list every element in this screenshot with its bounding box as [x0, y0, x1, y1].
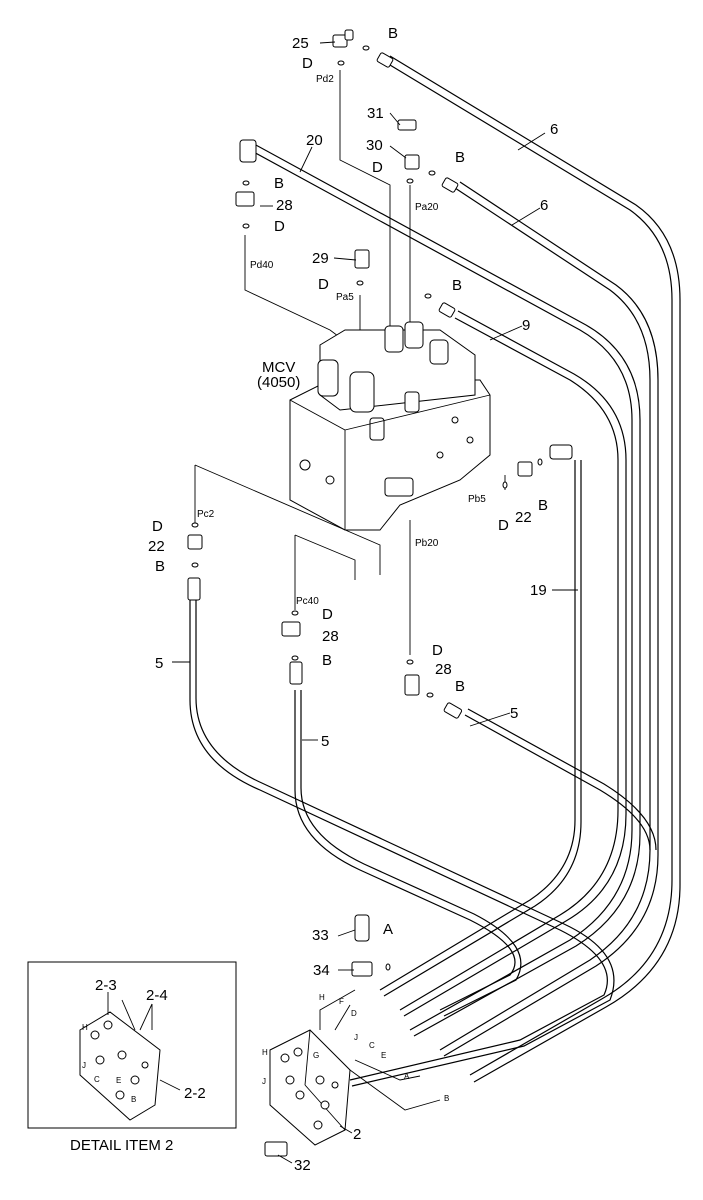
callout-d-pc2: D	[152, 518, 163, 535]
port-pb5: Pb5	[468, 494, 486, 505]
callout-d-pd2: D	[302, 55, 313, 72]
control-plate	[269, 1029, 351, 1146]
part-callouts: 25 B D Pd2 6 31 20 30 B D B 6 Pa20 28 D …	[148, 25, 558, 1174]
plate-letter-d: D	[351, 1009, 357, 1018]
detail-letter-h: H	[82, 1023, 88, 1032]
plate-letter-h: H	[319, 993, 325, 1002]
port-pd2: Pd2	[316, 74, 334, 85]
plate-letter-a: A	[404, 1072, 410, 1081]
detail-letter-c: C	[94, 1075, 100, 1084]
fittings	[187, 29, 573, 1157]
plate-letter-j2: J	[262, 1077, 266, 1086]
callout-25: 25	[292, 35, 309, 52]
detail-labels: 2-3 2-4 2-2 H J C E B DETAIL ITEM 2	[70, 977, 206, 1154]
callout-a: A	[383, 921, 393, 938]
plate-letter-g: G	[313, 1051, 319, 1060]
callout-b-28-low: B	[455, 678, 465, 695]
callout-28-low: 28	[435, 661, 452, 678]
callout-6-second: 6	[540, 197, 548, 214]
callout-d-pc40: D	[322, 606, 333, 623]
plate-port-letters: H F D J C E A B H J G	[262, 993, 449, 1103]
callout-34: 34	[313, 962, 330, 979]
mcv-label: MCV	[262, 359, 295, 376]
mcv-code-label: (4050)	[257, 374, 300, 391]
plate-letter-c: C	[369, 1041, 375, 1050]
detail-letter-b: B	[131, 1095, 136, 1104]
o-rings	[191, 45, 543, 971]
callout-30: 30	[366, 137, 383, 154]
port-pd40: Pd40	[250, 260, 274, 271]
callout-29: 29	[312, 250, 329, 267]
callout-d-29: D	[318, 276, 329, 293]
callout-2: 2	[353, 1126, 361, 1143]
callout-5-middle: 5	[321, 733, 329, 750]
detail-title: DETAIL ITEM 2	[70, 1137, 173, 1154]
detail-letter-j: J	[82, 1061, 86, 1070]
callout-28-top: 28	[276, 197, 293, 214]
detail-callout-2-4: 2-4	[146, 987, 168, 1004]
port-pc2: Pc2	[197, 509, 215, 520]
plate-letter-j: J	[354, 1033, 358, 1042]
callout-32: 32	[294, 1157, 311, 1174]
plate-letter-f: F	[339, 997, 344, 1006]
port-pb20: Pb20	[415, 538, 439, 549]
callout-5-right: 5	[510, 705, 518, 722]
port-pa20: Pa20	[415, 202, 439, 213]
pilot-lines	[194, 70, 506, 1111]
callout-22-right: 22	[515, 509, 532, 526]
callout-b-25: B	[388, 25, 398, 42]
callout-33: 33	[312, 927, 329, 944]
callout-b-22-left: B	[155, 558, 165, 575]
callout-d-30: D	[372, 159, 383, 176]
callout-d-22-right: D	[498, 517, 509, 534]
callout-19: 19	[530, 582, 547, 599]
plate-letter-e: E	[381, 1051, 386, 1060]
plate-letter-b: B	[444, 1094, 449, 1103]
plate-letter-h2: H	[262, 1048, 268, 1057]
callout-20: 20	[306, 132, 323, 149]
callout-d-28-low: D	[432, 642, 443, 659]
callout-6-top: 6	[550, 121, 558, 138]
callout-b-20: B	[274, 175, 284, 192]
callout-28-mid: 28	[322, 628, 339, 645]
detail-item-2-box	[27, 961, 237, 1129]
detail-letter-e: E	[116, 1076, 121, 1085]
callout-5-left: 5	[155, 655, 163, 672]
callout-d-28-top: D	[274, 218, 285, 235]
callout-31: 31	[367, 105, 384, 122]
detail-callout-2-3: 2-3	[95, 977, 117, 994]
callout-9: 9	[522, 317, 530, 334]
hose-lines	[189, 55, 681, 1087]
port-pc40: Pc40	[296, 596, 319, 607]
mcv-valve-block	[289, 321, 491, 531]
callout-b-28-mid: B	[322, 652, 332, 669]
callout-b-30: B	[455, 149, 465, 166]
callout-22-left: 22	[148, 538, 165, 555]
leader-lines	[172, 41, 578, 1164]
detail-callout-2-2: 2-2	[184, 1085, 206, 1102]
port-pa5: Pa5	[336, 292, 354, 303]
callout-b-29: B	[452, 277, 462, 294]
callout-b-22-right: B	[538, 497, 548, 514]
